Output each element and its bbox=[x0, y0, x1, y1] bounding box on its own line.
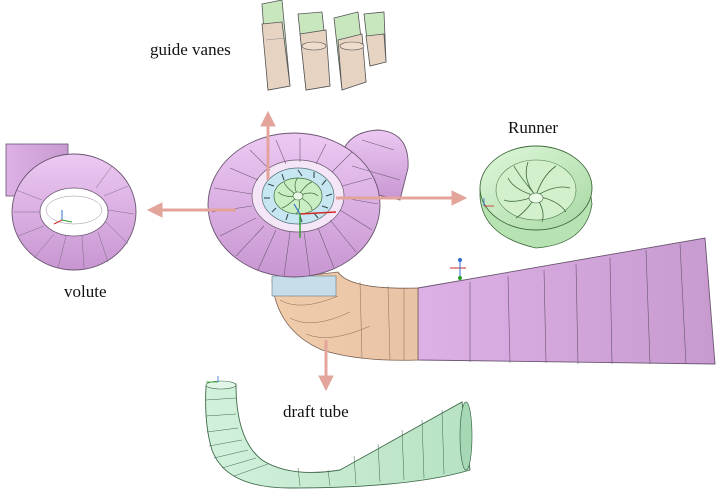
runner-label: Runner bbox=[508, 118, 559, 137]
draft-tube-separated bbox=[205, 376, 473, 489]
axis-triad-icon bbox=[293, 203, 337, 238]
axis-triad-icon bbox=[206, 376, 219, 383]
explode-arrows bbox=[146, 110, 468, 392]
volute-label: volute bbox=[64, 282, 107, 301]
guide-vane bbox=[297, 11, 331, 91]
draft-tube-label: draft tube bbox=[283, 402, 349, 421]
guide-vanes-group bbox=[261, 0, 387, 91]
volute-separated bbox=[5, 143, 137, 271]
explode-arrow-icon bbox=[146, 202, 236, 218]
runner-separated bbox=[479, 145, 593, 249]
draft-tube-assembled bbox=[271, 237, 716, 365]
axis-triad-icon bbox=[53, 210, 73, 225]
guide-vanes-label: guide vanes bbox=[150, 40, 231, 59]
volute-assembled bbox=[207, 129, 409, 278]
explode-arrow-icon bbox=[336, 190, 468, 206]
axis-triad-icon bbox=[450, 258, 466, 280]
guide-vane bbox=[363, 11, 387, 67]
explode-arrow-icon bbox=[318, 340, 334, 392]
guide-vane bbox=[261, 0, 291, 91]
explode-arrow-icon bbox=[260, 110, 276, 180]
guide-vane bbox=[333, 11, 367, 91]
axis-triad-icon bbox=[483, 198, 494, 207]
